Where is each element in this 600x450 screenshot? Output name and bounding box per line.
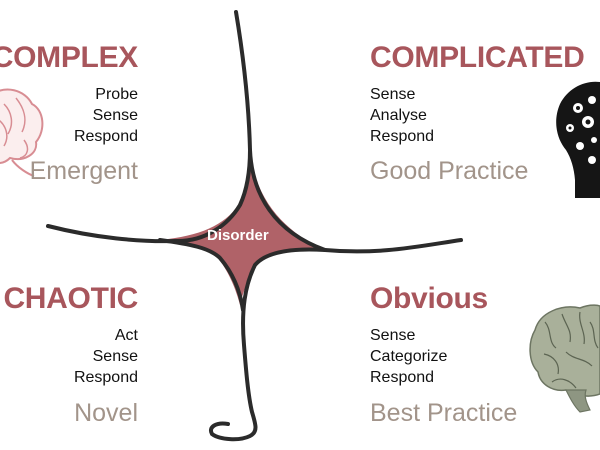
boundary-left: [46, 148, 252, 244]
complex-step-respond: Respond: [73, 128, 138, 145]
obvious-practice: Best Practice: [370, 399, 518, 427]
obvious-title: Obvious: [370, 282, 488, 315]
chaotic-step-sense: Sense: [92, 348, 138, 365]
disorder-region: [160, 150, 325, 305]
brain-outline-icon: [0, 88, 44, 177]
obvious-step-respond: Respond: [370, 369, 435, 386]
boundary-lower-left: [158, 238, 245, 312]
boundary-bottom: [209, 247, 327, 442]
complex-practice: Emergent: [29, 157, 138, 185]
complicated-step-sense: Sense: [370, 86, 416, 103]
chaotic-practice: Novel: [74, 399, 138, 427]
complicated-title: COMPLICATED: [370, 41, 585, 74]
complex-title: COMPLEX: [0, 41, 138, 74]
complicated-step-respond: Respond: [370, 128, 435, 145]
chaotic-title: CHAOTIC: [3, 282, 138, 315]
money-brain-icon: [529, 304, 600, 413]
obvious-step-sense: Sense: [370, 327, 416, 344]
complicated-step-analyse: Analyse: [370, 107, 427, 124]
complicated-practice: Good Practice: [370, 157, 529, 185]
complex-step-probe: Probe: [95, 86, 138, 103]
head-with-gears-icon: [556, 81, 600, 198]
chaotic-step-respond: Respond: [73, 369, 138, 386]
obvious-steps: Sense Categorize Respond: [370, 325, 447, 388]
complex-step-sense: Sense: [92, 107, 138, 124]
boundary-right: [323, 238, 463, 254]
disorder-label: Disorder: [207, 227, 269, 244]
complicated-steps: Sense Analyse Respond: [370, 84, 434, 147]
complex-steps: Probe Sense Respond: [74, 84, 138, 147]
obvious-step-categorize: Categorize: [370, 348, 448, 365]
chaotic-step-act: Act: [114, 327, 138, 344]
chaotic-steps: Act Sense Respond: [74, 325, 138, 388]
